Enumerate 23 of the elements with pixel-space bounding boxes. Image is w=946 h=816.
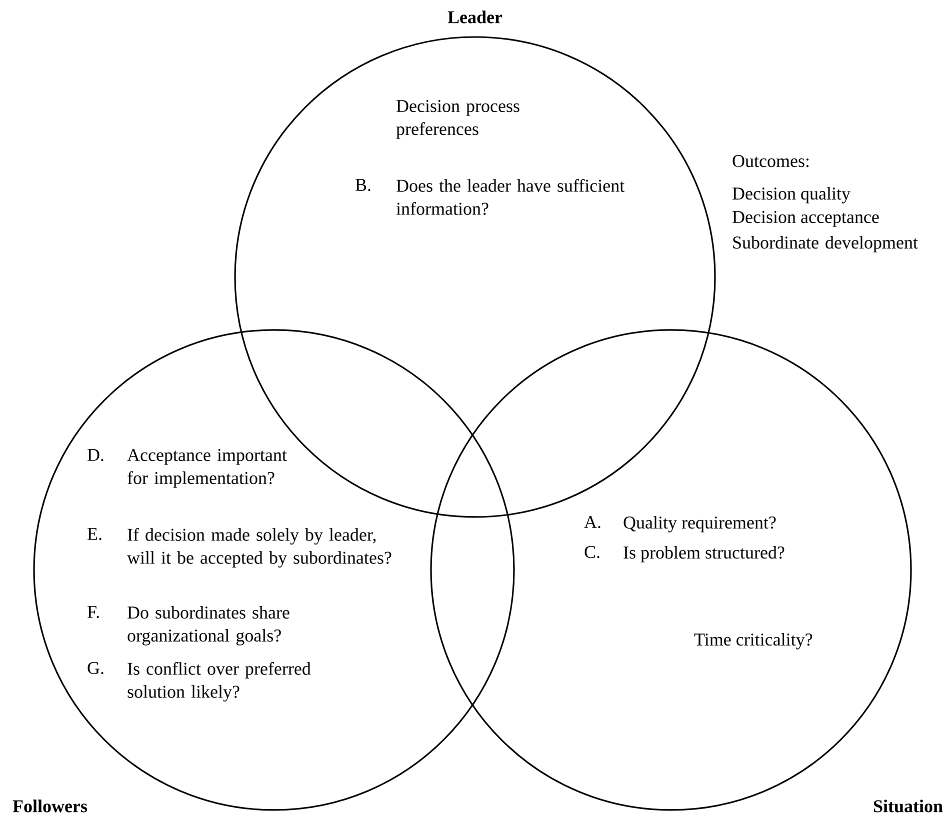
item-letter: G. — [88, 662, 104, 674]
question-text: Time criticality? — [694, 632, 812, 650]
item-letter: D. — [88, 448, 104, 462]
question-text: Is conflict over preferred solution likely? — [128, 662, 311, 702]
circle-heading: Followers — [12, 800, 88, 812]
item-letter: A. — [584, 516, 600, 528]
item-letter: E. — [88, 528, 102, 540]
question-text: If decision made solely by leader, will it be accepted by subordinates? — [127, 528, 392, 568]
item-letter: C. — [584, 546, 600, 558]
outcome-text: Subordinate development — [733, 236, 918, 252]
item-letter: F. — [88, 606, 99, 618]
circle-heading: Leader — [448, 10, 502, 24]
question-text: Acceptance important for implementation? — [127, 448, 287, 488]
question-text: Is problem structured? — [624, 546, 784, 562]
question-text: Do subordinates share organizational goals? — [128, 606, 290, 646]
outcome-text: Outcomes: — [732, 154, 809, 168]
outcome-text: Decision acceptance — [732, 210, 879, 227]
item-letter: B. — [356, 178, 370, 192]
question-text: Does the leader have sufficient information? — [396, 179, 624, 215]
question-text: Quality requirement? — [624, 516, 776, 532]
outcome-text: Decision quality — [732, 186, 850, 204]
circle-heading: Situation — [874, 800, 943, 812]
question-text: Decision process preferences — [396, 100, 520, 139]
